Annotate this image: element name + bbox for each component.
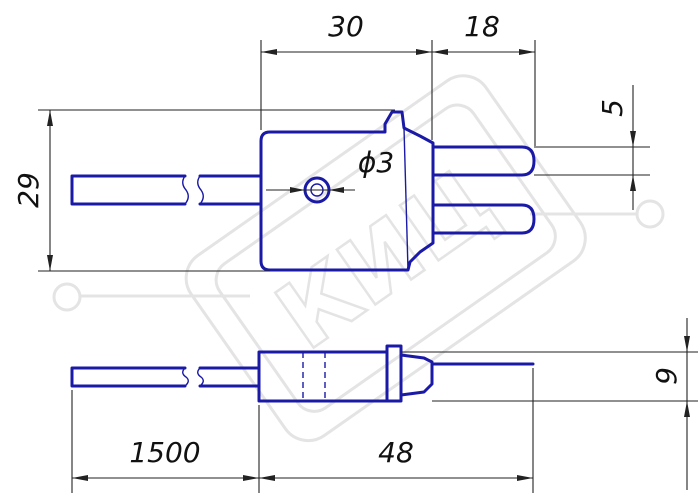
watermark: КИЦ — [52, 74, 665, 443]
side-cable-left — [70, 366, 187, 388]
watermark-left-circle — [52, 282, 82, 312]
watermark-inner-frame — [214, 103, 557, 413]
side-cable-break-right — [197, 367, 204, 387]
pin-lower — [431, 203, 536, 235]
dim-9-label: 9 — [650, 367, 683, 385]
dim-48-label: 48 — [378, 436, 414, 469]
top-cable-break-right — [197, 175, 204, 205]
side-collar — [385, 344, 403, 403]
dim-5-label: 5 — [596, 99, 629, 117]
dim-phi3-label: ϕ3 — [358, 146, 394, 179]
pin-upper — [431, 145, 536, 177]
plug-body-outline — [259, 110, 435, 272]
dim-1500-label: 1500 — [129, 436, 200, 469]
side-dimensions: 9 1500 48 — [71, 318, 698, 493]
plug-collar-line — [403, 127, 409, 271]
dim-30-label: 30 — [328, 10, 364, 43]
dim-29-label: 29 — [12, 172, 45, 208]
top-cable-break-left — [182, 175, 189, 205]
dim-18-label: 18 — [464, 10, 500, 43]
top-cable-left — [70, 174, 187, 206]
side-front — [399, 353, 434, 397]
watermark-right-circle — [635, 199, 665, 229]
side-cable-break-left — [182, 367, 189, 387]
watermark-text: КИЦ — [258, 147, 514, 371]
top-dimensions: 30 18 5 29 ϕ3 — [12, 10, 650, 272]
side-view — [70, 344, 535, 403]
